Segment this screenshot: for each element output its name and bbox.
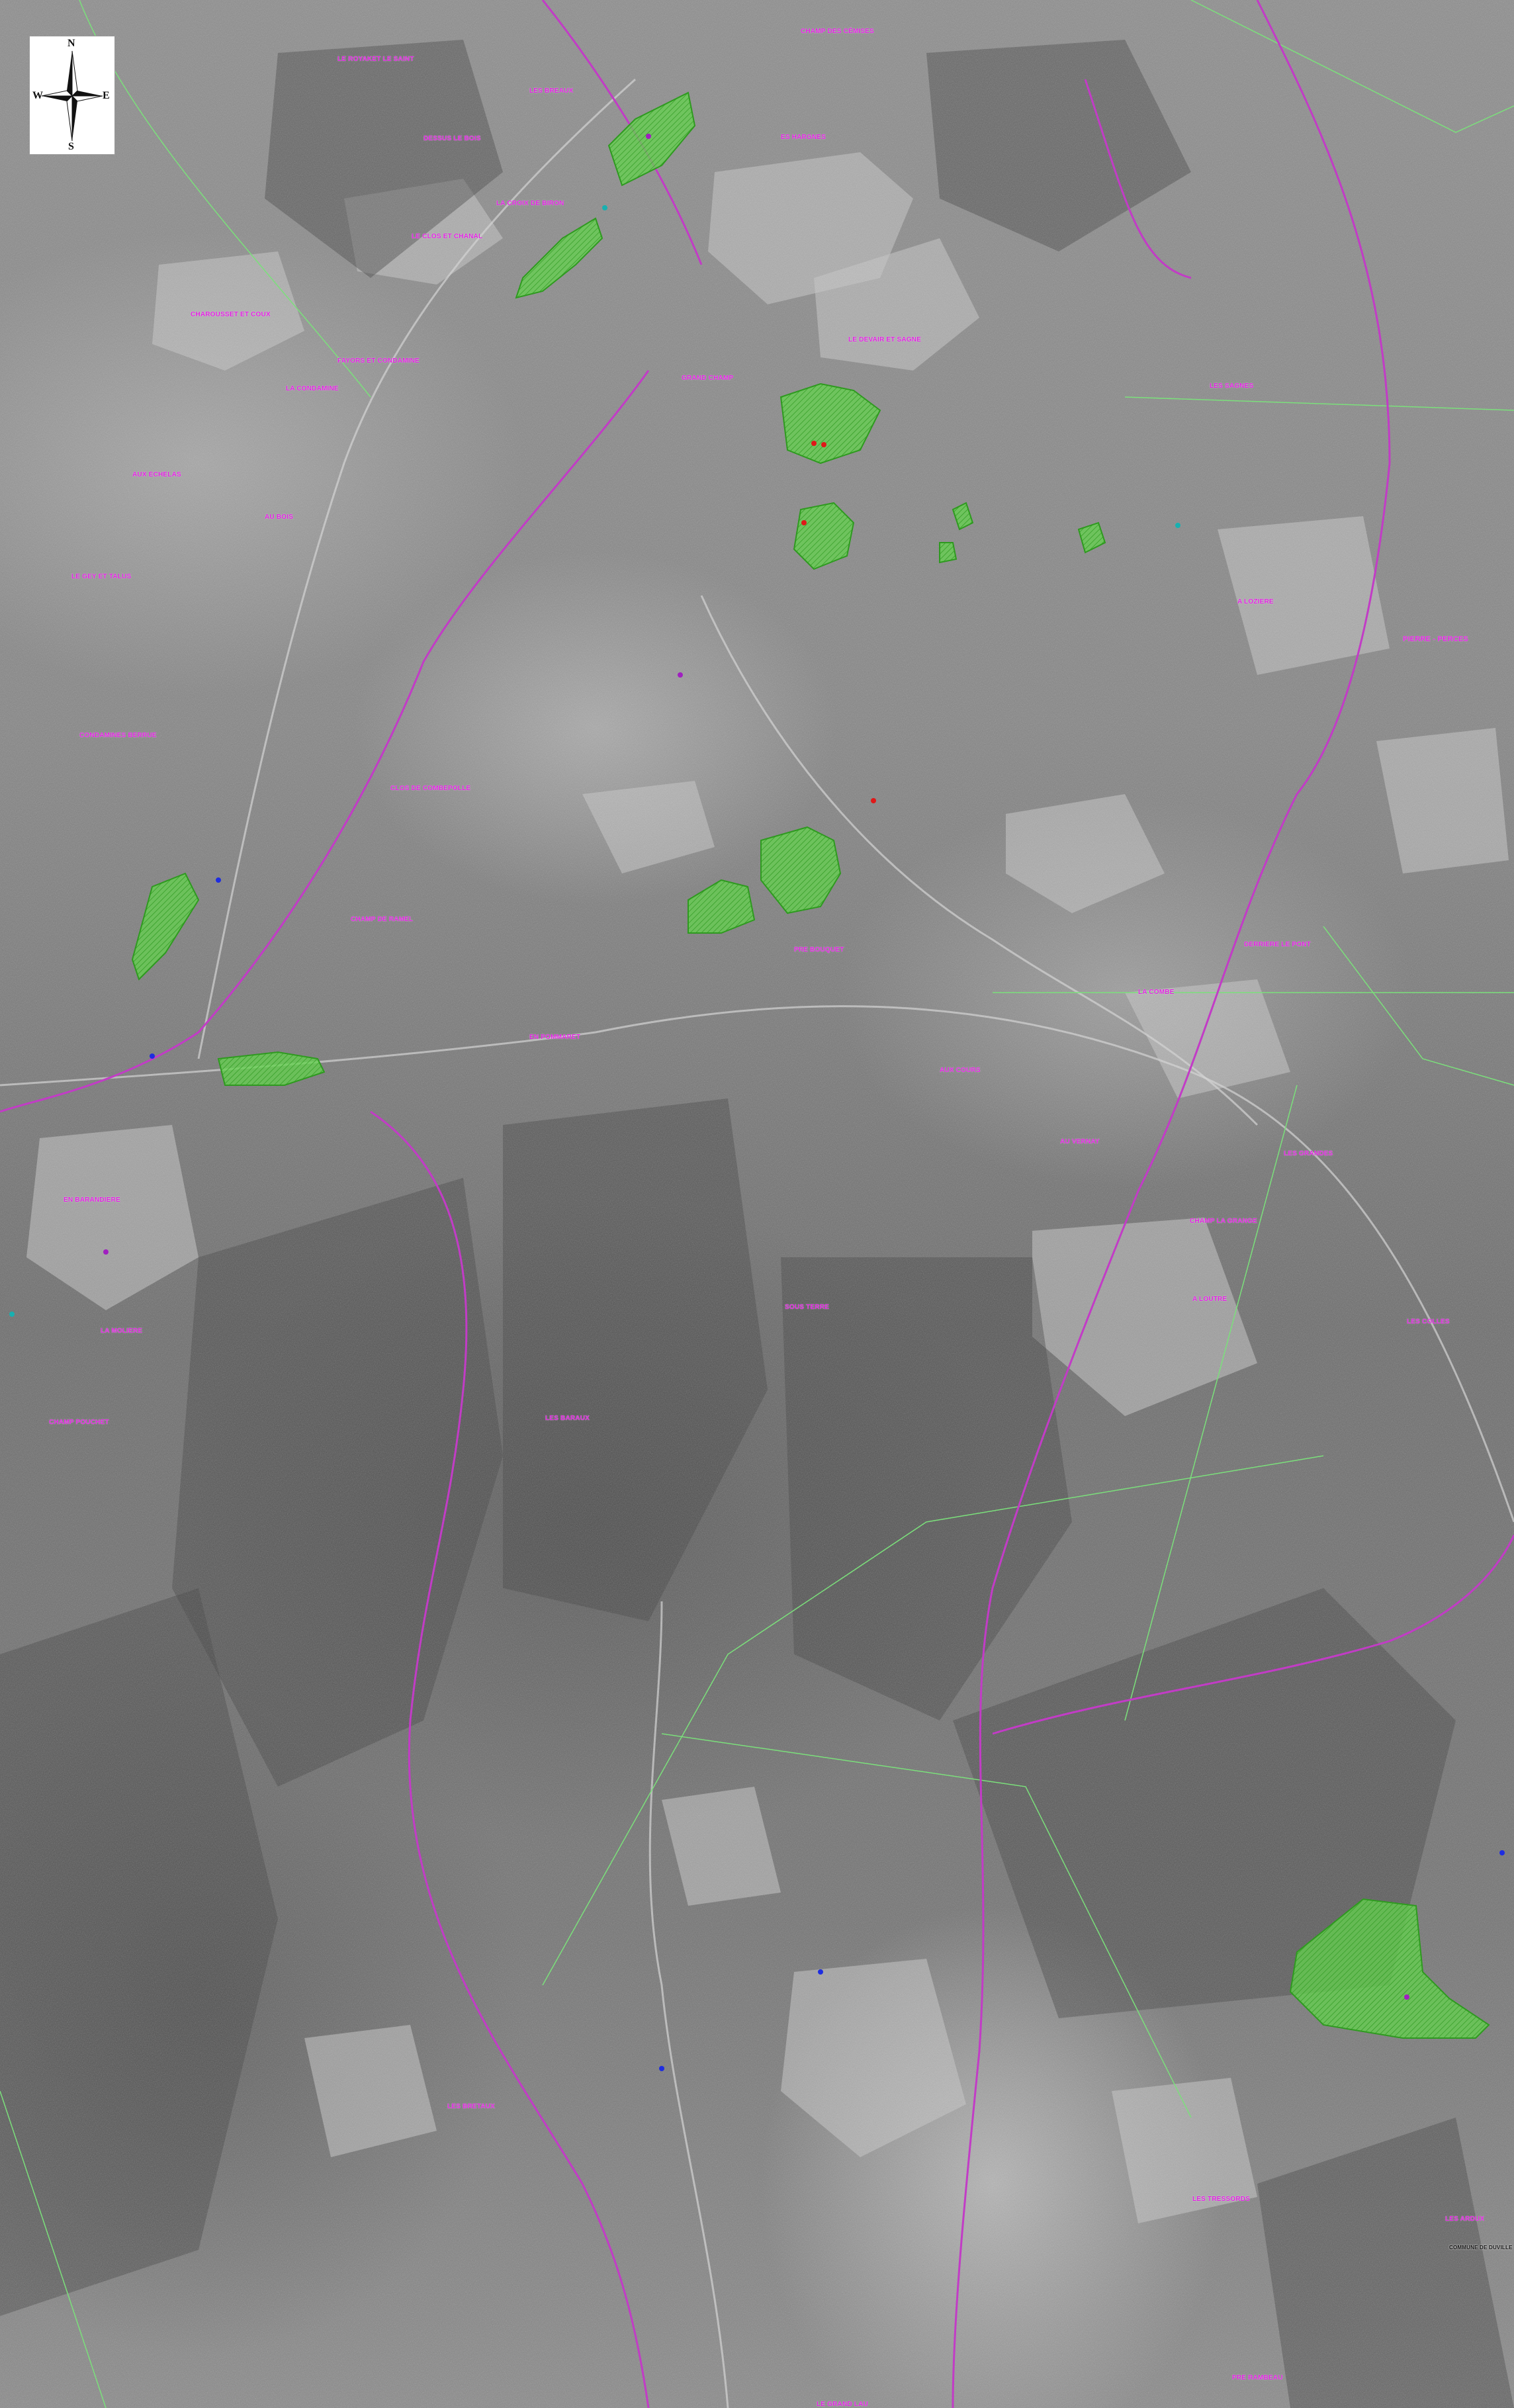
compass-west-label: W	[32, 90, 43, 101]
marker-cyan	[9, 1312, 15, 1317]
protected-zones	[131, 91, 1490, 2039]
place-label: LA CROIX DE BIRON	[496, 200, 564, 207]
compass-east-label: E	[103, 90, 110, 101]
place-label: SOUS TERRE	[785, 1304, 830, 1311]
marker-blue	[659, 2066, 664, 2071]
place-label: AUX ECHELAS	[132, 471, 181, 478]
marker-purple	[678, 672, 683, 678]
place-label: LES BRETAUX	[447, 2103, 496, 2110]
marker-blue	[1499, 1850, 1505, 1855]
compass-star-icon	[41, 50, 103, 142]
place-label: LA CONDAMINE	[286, 385, 339, 392]
place-label: EN BARANDIERE	[64, 1196, 120, 1204]
place-label: AU VERNAY	[1060, 1138, 1100, 1145]
compass-north-label: N	[67, 38, 75, 49]
place-label: DESSUS LE BOIS	[423, 135, 481, 142]
markers	[9, 134, 1505, 2071]
place-label: LES SAGNES	[1210, 382, 1254, 390]
place-label: GRAND CHAMP	[682, 375, 734, 382]
marker-purple	[1404, 1994, 1409, 2000]
place-label: CHAROUSSET ET COUX	[191, 311, 271, 318]
place-label: LA COMBE	[1138, 989, 1175, 996]
place-label: CHAMP DES CÉMISES	[801, 28, 875, 35]
place-label: CLOS DE COMBEPOLLE	[390, 785, 471, 792]
marker-purple	[646, 134, 651, 139]
place-label: FAYORS ET CONDAMINE	[337, 357, 420, 365]
place-label: A LOUTRE	[1192, 1296, 1227, 1303]
place-label: LES GRANDES	[1284, 1150, 1333, 1157]
place-label: LE CLOS ET CHANAL	[412, 233, 483, 240]
compass-rose: N S W E	[29, 36, 115, 155]
place-label: LES ARDUX	[1445, 2215, 1485, 2223]
marker-red	[871, 798, 876, 803]
compass-south-label: S	[68, 141, 74, 152]
place-label: CHAMP LA GRANGE	[1190, 1218, 1257, 1225]
marker-blue	[818, 1969, 823, 1975]
place-label: LE GRAND LAU	[817, 2401, 868, 2408]
place-label: LA MOLIERE	[101, 1327, 143, 1335]
marker-red	[811, 441, 817, 446]
place-label: LE DEVAIR ET SAGNE	[848, 336, 922, 343]
marker-blue	[216, 877, 221, 883]
marker-blue	[150, 1053, 155, 1059]
marker-cyan	[1175, 523, 1180, 528]
place-label: LE ROYAKET LE SAINT	[337, 56, 414, 63]
place-label: LES COLLES	[1407, 1318, 1450, 1325]
place-label: LES BREAUX	[529, 87, 574, 95]
marker-red	[821, 442, 826, 447]
place-label: PRE RAMBEAU	[1232, 2374, 1283, 2382]
marker-red	[801, 520, 807, 525]
place-label: AU BOIS	[265, 513, 294, 521]
marker-cyan	[602, 205, 607, 210]
place-label: PRE BOUQUET	[794, 946, 844, 954]
place-label: CONDAMINES BERRUE	[79, 732, 157, 739]
marker-purple	[103, 1249, 109, 1255]
place-label: DERRIERE LE PONT	[1244, 941, 1311, 948]
place-label: LE GEY ET TALUS	[71, 573, 132, 580]
place-label: CHAMP POUCHET	[49, 1419, 109, 1426]
place-label: A LOZIERE	[1237, 598, 1274, 605]
place-label: ES HARGNES	[781, 134, 826, 141]
place-label: LES BARAUX	[545, 1415, 590, 1422]
place-label: COMMUNE DE DUVILLE	[1449, 2245, 1513, 2251]
place-label: PIERRE - PERCES	[1403, 635, 1468, 643]
place-label: CHAMP DE RAMEL	[351, 916, 414, 923]
place-label: EN POMMARET	[529, 1034, 581, 1041]
place-label: AUX COURS	[940, 1067, 981, 1074]
place-label: LES TRESSORDS	[1192, 2196, 1251, 2203]
